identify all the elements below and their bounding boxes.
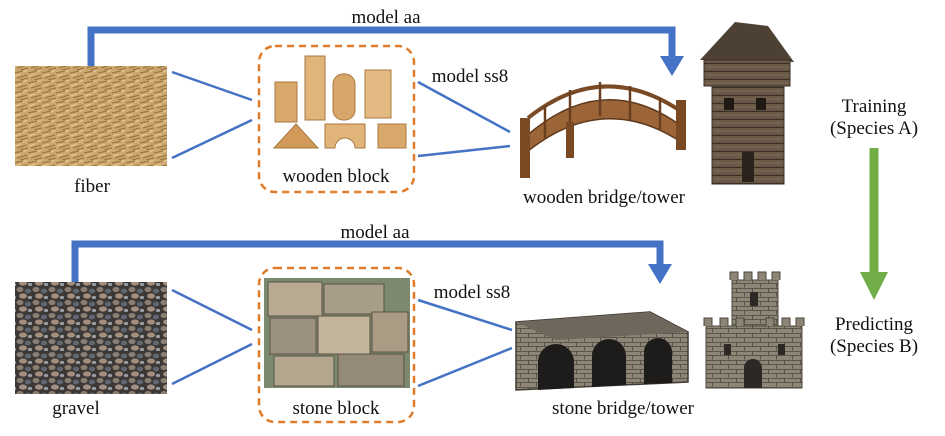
predicting-label-line1: Predicting bbox=[835, 314, 914, 335]
fiber-image bbox=[15, 66, 167, 166]
phase-arrowhead bbox=[860, 272, 888, 300]
wooden-bridge-image bbox=[520, 82, 686, 178]
stone-block-label: stone block bbox=[292, 398, 380, 419]
wooden-block-frame bbox=[257, 44, 416, 194]
stone-bridge-image bbox=[515, 311, 689, 391]
wooden-structure-label: wooden bridge/tower bbox=[523, 187, 686, 208]
model-aa-label-1: model aa bbox=[351, 7, 421, 28]
fiber-to-block-connectors bbox=[171, 70, 253, 160]
training-label-line1: Training bbox=[842, 96, 907, 117]
model-aa-arrow-path-1 bbox=[87, 26, 676, 66]
stone-block-frame bbox=[257, 266, 416, 424]
stone-block-image bbox=[264, 278, 410, 388]
predicting-label-line2: (Species B) bbox=[830, 336, 918, 357]
gravel-to-block-connectors bbox=[171, 288, 253, 386]
model-aa-arrowhead-1 bbox=[660, 56, 684, 76]
wooden-tower-image bbox=[700, 22, 794, 185]
model-aa-arrowhead-2 bbox=[648, 264, 672, 284]
stone-tower-image bbox=[703, 271, 805, 389]
stone-structure-label: stone bridge/tower bbox=[552, 398, 695, 419]
wooden-block-label: wooden block bbox=[282, 166, 390, 187]
gravel-label: gravel bbox=[52, 398, 99, 419]
wooden-block-image bbox=[272, 55, 407, 149]
model-aa-arrow-path-2 bbox=[71, 240, 664, 282]
block-to-structure-connectors-2 bbox=[417, 298, 513, 388]
training-label-line2: (Species A) bbox=[830, 118, 918, 139]
model-aa-label-2: model aa bbox=[340, 222, 410, 243]
gravel-image bbox=[15, 282, 167, 394]
fiber-label: fiber bbox=[74, 176, 111, 197]
block-to-structure-connectors-1 bbox=[417, 80, 511, 158]
model-ss8-label-1: model ss8 bbox=[432, 66, 509, 87]
model-ss8-label-2: model ss8 bbox=[434, 282, 511, 303]
